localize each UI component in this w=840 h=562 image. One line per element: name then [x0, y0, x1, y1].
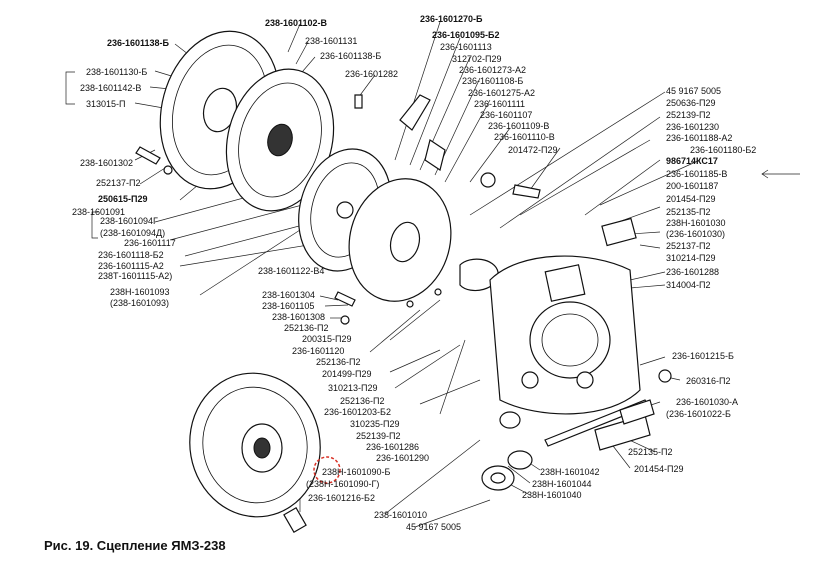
label-238n-1601040: 238Н-1601040 [522, 490, 582, 500]
label-238-1601105: 238-1601105 [262, 301, 315, 311]
label-201454-p29-right: 201454-П29 [666, 194, 716, 204]
label-313015-p: 313015-П [86, 99, 126, 109]
label-236-1601230: 236-1601230 [666, 122, 720, 132]
label-310213-p29: 310213-П29 [328, 383, 378, 393]
label-236-1601117: 236-1601117 [124, 238, 176, 248]
pressure-disc-drawing [348, 178, 452, 302]
label-236-1601030-paren: (236-1601030) [666, 229, 726, 239]
label-238-1601094g: 238-1601094Г [100, 216, 158, 226]
label-252136-p2-b: 252136-П2 [316, 357, 361, 367]
label-252135-p2-bottom: 252135-П2 [628, 447, 673, 457]
label-236-1601180-b2: 236-1601180-Б2 [690, 145, 757, 155]
label-236-1601138-b: 236-1601138-Б [107, 38, 170, 48]
label-238n-1601090-g: (238Н-1601090-Г) [306, 479, 380, 489]
label-252136-p2-a: 252136-П2 [284, 323, 329, 333]
label-986714ks17: 986714КС17 [666, 156, 718, 166]
label-236-1601273-a2: 236-1601273-А2 [459, 65, 527, 75]
figure-caption: Рис. 19. Сцепление ЯМЗ-238 [44, 538, 226, 553]
label-236-1601282: 236-1601282 [345, 69, 399, 79]
label-236-1601215-b: 236-1601215-Б [672, 351, 734, 361]
label-238-1601302: 238-1601302 [80, 158, 134, 168]
label-236-1601286: 236-1601286 [366, 442, 420, 452]
label-236-1601216-b2: 236-1601216-Б2 [308, 493, 375, 503]
label-236-1601270-b: 236-1601270-Б [420, 14, 483, 24]
label-236-1601022-b: (236-1601022-Б [666, 409, 731, 419]
driven-disc-drawing [225, 68, 335, 212]
label-238-1601094d: (238-1601094Д) [100, 228, 166, 238]
label-236-1601111: 236-1601111 [474, 99, 526, 109]
label-236-1601115-a2: 236-1601115-А2 [98, 261, 164, 271]
clutch-housing-drawing [489, 217, 641, 415]
label-252135-p2-right: 252135-П2 [666, 207, 711, 217]
label-45-9167-5005-bottom: 45 9167 5005 [406, 522, 462, 532]
label-236-1601095-b2: 236-1601095-Б2 [432, 30, 500, 40]
label-238-1601102-v: 238-1601102-В [265, 18, 328, 28]
label-201472-p29: 201472-П29 [508, 145, 558, 155]
label-201499-p29: 201499-П29 [322, 369, 372, 379]
label-238n-1601090-b: 238Н-1601090-Б [322, 467, 391, 477]
label-250636-p29: 250636-П29 [666, 98, 716, 108]
label-236-1601138-b-2: 236-1601138-Б [320, 51, 382, 61]
highlight-circle [313, 456, 341, 484]
label-236-1601290: 236-1601290 [376, 453, 430, 463]
label-238-1601122-v4: 238-1601122-В4 [258, 266, 325, 276]
direction-arrow [761, 169, 800, 179]
label-236-1601188-a2: 236-1601188-А2 [666, 133, 733, 143]
label-252137-p2-left: 252137-П2 [96, 178, 141, 188]
label-260316-p2: 260316-П2 [686, 376, 731, 386]
release-fork-drawing [399, 94, 541, 292]
label-250615-p29: 250615-П29 [98, 194, 148, 204]
label-236-1601288: 236-1601288 [666, 267, 720, 277]
label-236-1601108-b: 236-1601108-Б [462, 76, 524, 86]
label-236-1601113: 236-1601113 [440, 42, 492, 52]
label-238-1601142-v: 238-1601142-В [80, 83, 142, 93]
label-238n-1601030: 238Н-1601030 [666, 218, 726, 228]
label-236-1601030-a: 236-1601030-А [676, 397, 739, 407]
label-310214-p29: 310214-П29 [666, 253, 716, 263]
label-314004-p2: 314004-П2 [666, 280, 711, 290]
shaft-drawing [544, 369, 672, 451]
label-238n-1601042: 238Н-1601042 [540, 467, 600, 477]
label-238-1601308: 238-1601308 [272, 312, 326, 322]
label-252136-p2-c: 252136-П2 [340, 396, 385, 406]
assembled-clutch-drawing [189, 372, 321, 533]
bracket-left-mid [91, 211, 98, 239]
label-312702-p29: 312702-П29 [452, 54, 502, 64]
bearings-drawing [481, 411, 533, 491]
label-236-1601185-v: 236-1601185-В [666, 169, 728, 179]
label-236-1601203-b2: 236-1601203-Б2 [324, 407, 391, 417]
label-252139-p2-top: 252139-П2 [666, 110, 711, 120]
label-200315-p29: 200315-П29 [302, 334, 352, 344]
label-45-9167-5005-top: 45 9167 5005 [666, 86, 722, 96]
label-238-1601010: 238-1601010 [374, 510, 428, 520]
label-252139-p2-bottom: 252139-П2 [356, 431, 401, 441]
label-238-1601093-paren: (238-1601093) [110, 298, 170, 308]
label-236-1601110-v: 236-1601110-В [494, 132, 555, 142]
label-236-1601109-v: 236-1601109-В [488, 121, 550, 131]
label-238n-1601044: 238Н-1601044 [532, 479, 592, 489]
label-236-1601107: 236-1601107 [480, 110, 533, 120]
label-236-1601118-b2: 236-1601118-Б2 [98, 250, 164, 260]
label-252137-p2-right: 252137-П2 [666, 241, 711, 251]
fasteners-drawing [135, 94, 442, 325]
label-238-1601091: 238-1601091 [72, 207, 126, 217]
label-238-1601131: 238-1601131 [305, 36, 358, 46]
label-236-1601275-a2: 236-1601275-А2 [468, 88, 536, 98]
label-238-1601304: 238-1601304 [262, 290, 316, 300]
label-238n-1601093: 238Н-1601093 [110, 287, 170, 297]
label-200-1601187: 200-1601187 [666, 181, 719, 191]
label-236-1601120: 236-1601120 [292, 346, 345, 356]
label-238t-1601115-a2: 238Т-1601115-А2) [98, 271, 173, 281]
bracket-left-top [65, 71, 75, 105]
label-310235-p29: 310235-П29 [350, 419, 400, 429]
label-201454-p29-bottom: 201454-П29 [634, 464, 684, 474]
label-238-1601130-b: 238-1601130-Б [86, 67, 148, 77]
